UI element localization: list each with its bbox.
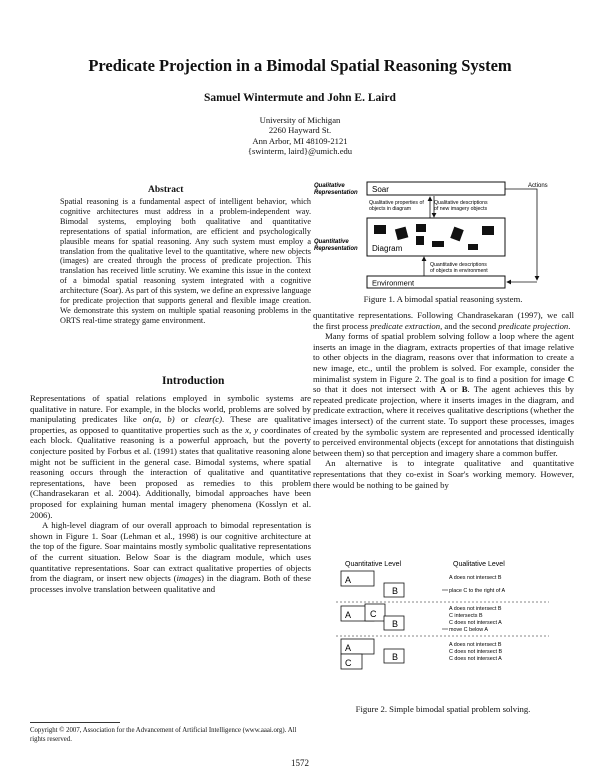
label-b: B bbox=[392, 652, 398, 662]
introduction-body: Representations of spatial relations emp… bbox=[30, 393, 311, 594]
row3-fact-2: C does not intersect B bbox=[449, 649, 502, 655]
paper-authors: Samuel Wintermute and John E. Laird bbox=[204, 92, 396, 104]
affiliation-line: University of Michigan bbox=[259, 115, 341, 125]
row2-fact-1: A does not intersect B bbox=[449, 606, 502, 612]
quant-label-1: Quantitative bbox=[314, 239, 349, 245]
right-column-body: quantitative representations. Following … bbox=[313, 310, 574, 490]
row3-fact-3: C does not intersect A bbox=[449, 656, 502, 662]
qual-desc-1: Qualitative descriptions bbox=[434, 200, 488, 206]
label-a: A bbox=[345, 575, 351, 585]
affiliation-email: {swinterm, laird}@umich.edu bbox=[247, 146, 353, 157]
paper-title: Predicate Projection in a Bimodal Spatia… bbox=[88, 56, 512, 75]
diagram-object bbox=[394, 226, 409, 241]
right-paragraph-3: An alternative is to integrate qualitati… bbox=[313, 458, 574, 490]
affiliation-line: Ann Arbor, MI 48109-2121 bbox=[252, 135, 348, 146]
diagram-object bbox=[468, 244, 478, 250]
label-b: B bbox=[392, 619, 398, 629]
quant-label-2: Representation bbox=[314, 246, 358, 252]
qual-label-2: Representation bbox=[314, 190, 358, 196]
environment-label: Environment bbox=[372, 279, 415, 288]
row1-action: place C to the right of A bbox=[449, 588, 505, 594]
image-b bbox=[383, 648, 405, 664]
qual-desc-2: of new imagery objects bbox=[434, 206, 487, 212]
soar-label: Soar bbox=[372, 185, 389, 194]
qual-label-1: Qualitative bbox=[314, 183, 345, 189]
row1-fact-1: A does not intersect B bbox=[449, 575, 502, 581]
image-b bbox=[383, 582, 405, 598]
diagram-label: Diagram bbox=[372, 244, 403, 253]
diagram-object bbox=[416, 224, 426, 232]
label-a: A bbox=[345, 643, 351, 653]
qual-desc-env-1: Quantitative descriptions bbox=[430, 262, 487, 268]
qual-level-label: Qualitative Level bbox=[453, 561, 505, 568]
label-b: B bbox=[392, 586, 398, 596]
image-b bbox=[383, 615, 405, 631]
diagram-object bbox=[482, 226, 494, 235]
environment-box bbox=[366, 275, 506, 289]
image-a bbox=[340, 570, 375, 587]
image-c bbox=[364, 603, 386, 622]
actions-label: Actions bbox=[528, 183, 548, 189]
image-c bbox=[340, 653, 363, 670]
copyright-notice: Copyright © 2007, Association for the Ad… bbox=[30, 727, 297, 743]
row2-action: move C below A bbox=[449, 627, 488, 633]
qual-props-1: Qualitative properties of bbox=[369, 200, 424, 206]
row2-fact-2: C intersects B bbox=[449, 613, 483, 619]
label-a: A bbox=[345, 610, 351, 620]
soar-box bbox=[366, 181, 506, 196]
affiliation-block: University of Michigan 2260 Hayward St. … bbox=[0, 115, 600, 157]
right-paragraph-2: Many forms of spatial problem solving fo… bbox=[313, 331, 574, 458]
figure-2-diagram: Quantitative Level Qualitative Level A B… bbox=[336, 561, 549, 670]
right-paragraph-1: quantitative representations. Following … bbox=[313, 310, 574, 331]
figure-1-caption: Figure 1. A bimodal spatial reasoning sy… bbox=[363, 294, 523, 304]
abstract-text: Spatial reasoning is a fundamental aspec… bbox=[60, 197, 311, 325]
affiliation-line: 2260 Hayward St. bbox=[268, 125, 332, 136]
row2-fact-3: C does not intersect A bbox=[449, 620, 502, 626]
diagram-object bbox=[432, 241, 444, 247]
row3-fact-1: A does not intersect B bbox=[449, 642, 502, 648]
qual-props-2: objects in diagram bbox=[369, 206, 411, 212]
figure-1-diagram: Qualitative Representation Soar Actions … bbox=[314, 181, 548, 289]
diagram-object bbox=[374, 225, 386, 234]
intro-paragraph-1: Representations of spatial relations emp… bbox=[30, 393, 312, 520]
intro-paragraph-2: A high-level diagram of our overall appr… bbox=[30, 520, 311, 594]
label-c: C bbox=[345, 658, 352, 668]
introduction-heading: Introduction bbox=[162, 375, 225, 387]
diagram-object bbox=[416, 236, 424, 245]
page-number: 1572 bbox=[291, 758, 309, 768]
diagram-box bbox=[366, 217, 506, 257]
qual-desc-env-2: of objects in environment bbox=[430, 268, 488, 274]
diagram-object bbox=[450, 226, 464, 242]
footnote-rule bbox=[30, 722, 120, 723]
quant-level-label: Quantitative Level bbox=[345, 561, 401, 568]
label-c: C bbox=[370, 609, 377, 619]
abstract-heading: Abstract bbox=[148, 185, 184, 195]
figure-2-caption: Figure 2. Simple bimodal spatial problem… bbox=[355, 704, 531, 714]
